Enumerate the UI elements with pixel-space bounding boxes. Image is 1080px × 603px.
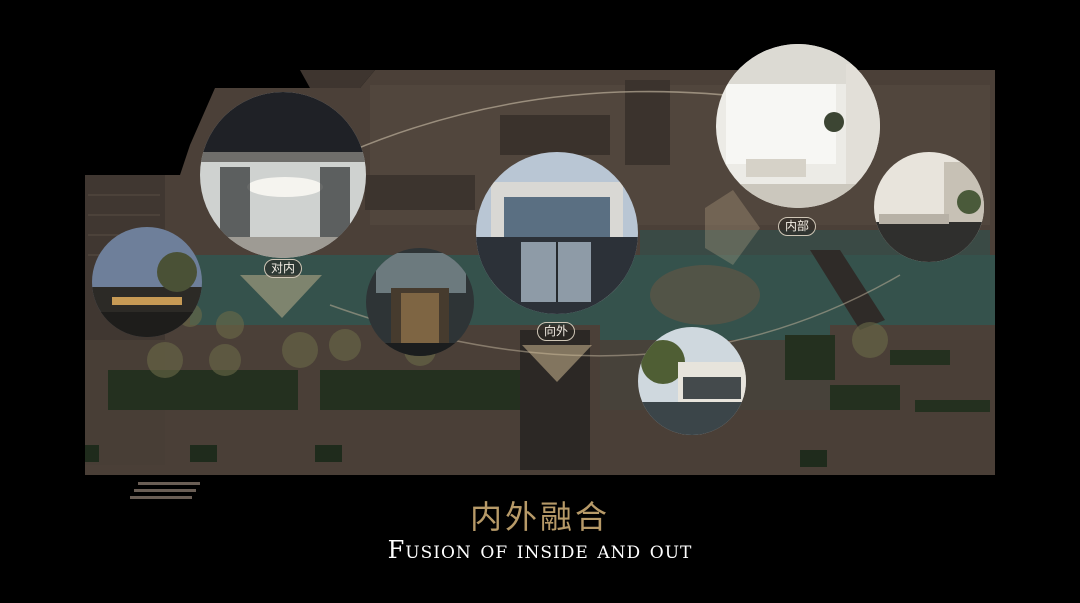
title-chinese: 内外融合 [469,498,610,536]
photo-exterior-pool [638,327,746,435]
title-english: Fusion of inside and out [387,536,693,564]
photo-lobby-interior [200,92,366,258]
label-outward: 向外 [536,322,576,341]
photo-reception [874,152,984,262]
photo-courtyard-night [92,227,202,337]
photo-revolving-door [366,248,474,356]
photo-glass-entrance [476,152,638,314]
photo-interior-living [716,44,880,208]
label-inward: 对内 [263,259,303,278]
label-interior: 内部 [777,217,817,236]
